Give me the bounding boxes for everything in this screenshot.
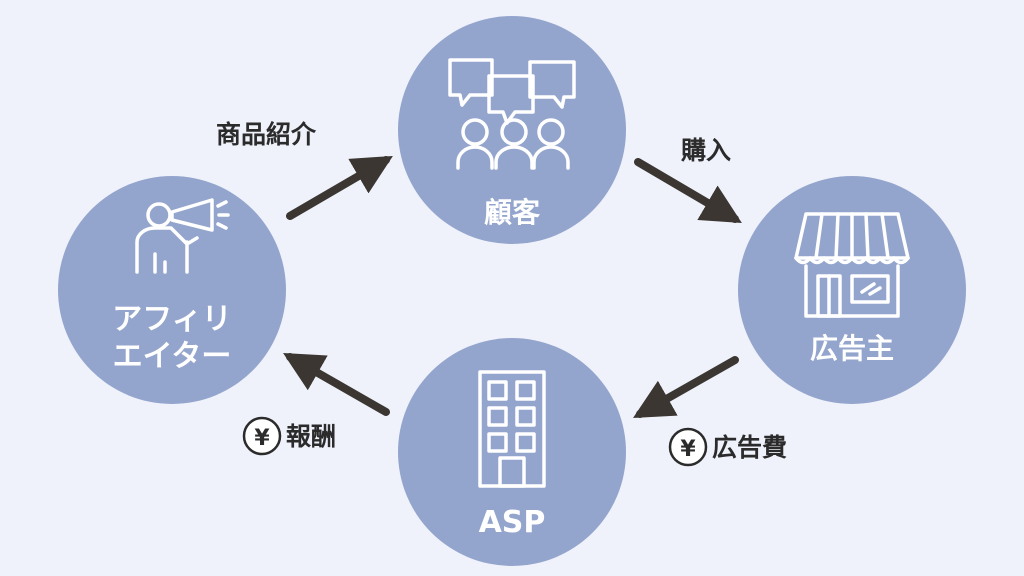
node-customer: 顧客: [398, 16, 626, 244]
edge-label-purchase: 購入: [681, 136, 731, 165]
yen-symbol: ¥: [680, 437, 696, 462]
yen-badge-icon: [668, 427, 708, 467]
edge-label-intro: 商品紹介: [216, 120, 317, 149]
node-circle: [398, 338, 626, 566]
node-circle: [398, 16, 626, 244]
edge-label-reward: 報酬: [286, 422, 336, 451]
storefront-icon: [794, 212, 910, 318]
arrow-purchase: [634, 158, 742, 224]
megaphone-person-icon: [135, 198, 230, 274]
arrow-ad-fee: [633, 356, 739, 418]
people-speech-icon: [448, 58, 576, 170]
edge-label-reward-group: ¥ 報酬: [242, 416, 336, 456]
arrow-reward: [283, 353, 390, 416]
office-building-icon: [478, 370, 546, 488]
node-advertiser: 広告主: [738, 176, 966, 404]
arrow-intro: [286, 155, 393, 220]
node-label-advertiser: 広告主: [810, 332, 894, 365]
edge-label-ad-fee-group: ¥ 広告費: [668, 427, 787, 467]
node-label-affiliater-line1: アフィリ: [112, 302, 231, 337]
node-affiliater: アフィリ エイター: [58, 176, 286, 404]
edge-label-ad-fee: 広告費: [712, 433, 787, 462]
node-asp: ASP: [398, 338, 626, 566]
node-label-customer: 顧客: [484, 196, 541, 229]
yen-badge-icon: [242, 416, 282, 456]
node-circle: [58, 176, 286, 404]
node-label-asp: ASP: [479, 505, 546, 540]
yen-symbol: ¥: [254, 426, 270, 451]
node-label-affiliater-line2: エイター: [113, 339, 232, 374]
